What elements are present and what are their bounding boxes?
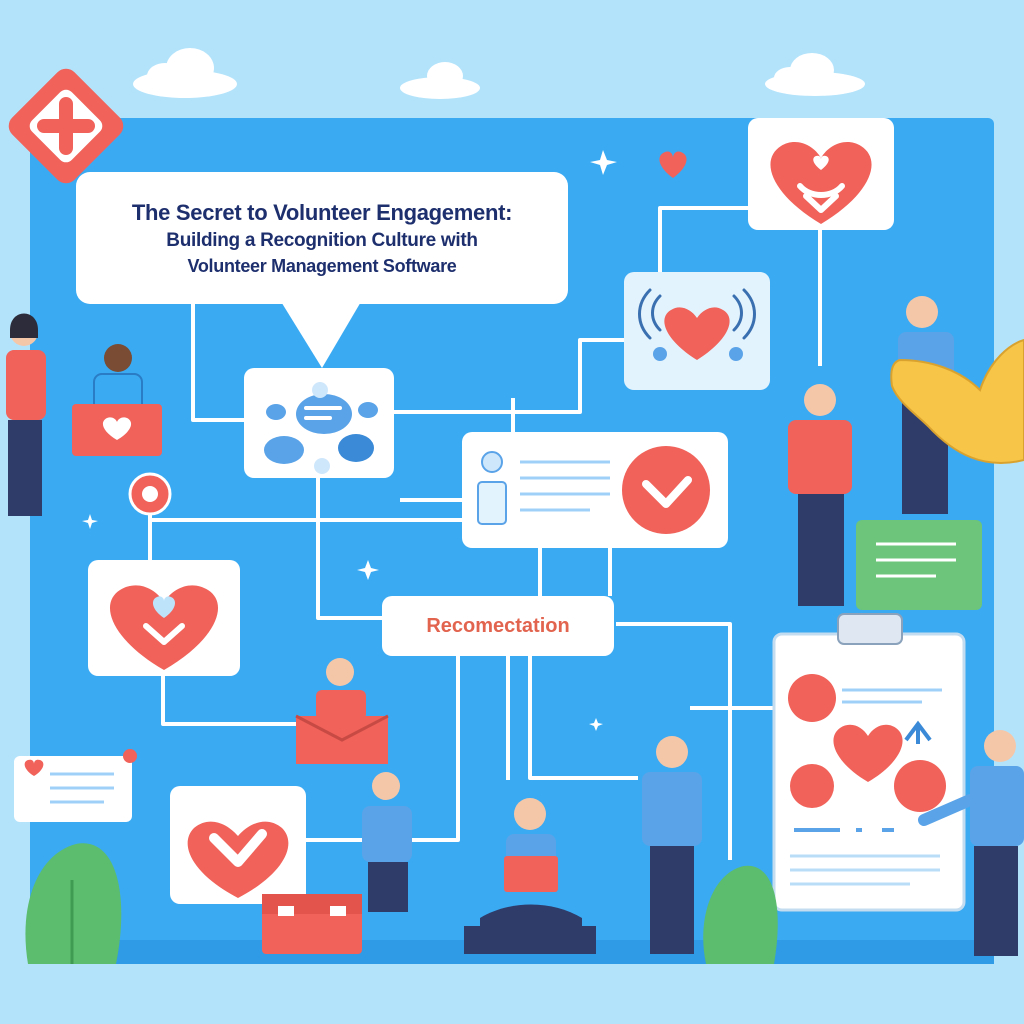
plus-icon [8, 68, 124, 184]
connector-lines [148, 206, 822, 860]
title-line-2: Building a Recognition Culture with [166, 229, 478, 251]
cloud-icon [400, 62, 480, 99]
heart-icon [659, 151, 687, 178]
title-speech-bubble [76, 172, 568, 368]
cloud-icon [133, 48, 237, 98]
recognition-node-label: Recomectation [426, 614, 570, 637]
volunteer-woman-box [295, 658, 389, 764]
message-card-left [14, 749, 137, 822]
flower-badge-icon [128, 472, 172, 516]
green-notice-board [856, 520, 982, 610]
check-heart-card [170, 786, 306, 904]
red-toolbox [262, 894, 362, 954]
volunteer-sitting-laptop [464, 798, 596, 954]
checkmark-icon [622, 446, 710, 534]
volunteer-man-center-right [788, 384, 852, 606]
heart-signal-card [624, 272, 770, 390]
clipboard-icon [772, 613, 966, 912]
chat-bubble-card [244, 368, 394, 478]
page-title: The Secret to Volunteer Engagement: Buil… [76, 172, 568, 304]
heart-card-left [88, 560, 240, 676]
volunteer-woman-left [6, 313, 46, 516]
pointing-hand-icon [890, 338, 1024, 464]
chat-bubble-icon [264, 382, 378, 474]
title-line-1: The Secret to Volunteer Engagement: [131, 199, 513, 225]
bush-left [25, 843, 122, 964]
user-profile-icon [477, 451, 507, 525]
recognition-node [382, 596, 614, 656]
heart-card-top [748, 118, 894, 230]
bush-right [703, 865, 778, 964]
cloud-icon [765, 53, 865, 96]
volunteer-woman-bottom [362, 772, 412, 912]
volunteer-man-sign [72, 344, 162, 456]
checklist-card [462, 432, 728, 548]
volunteer-man-presenting [918, 730, 1024, 956]
volunteer-man-arms-crossed [642, 736, 702, 954]
title-line-3: Volunteer Management Software [187, 255, 457, 276]
